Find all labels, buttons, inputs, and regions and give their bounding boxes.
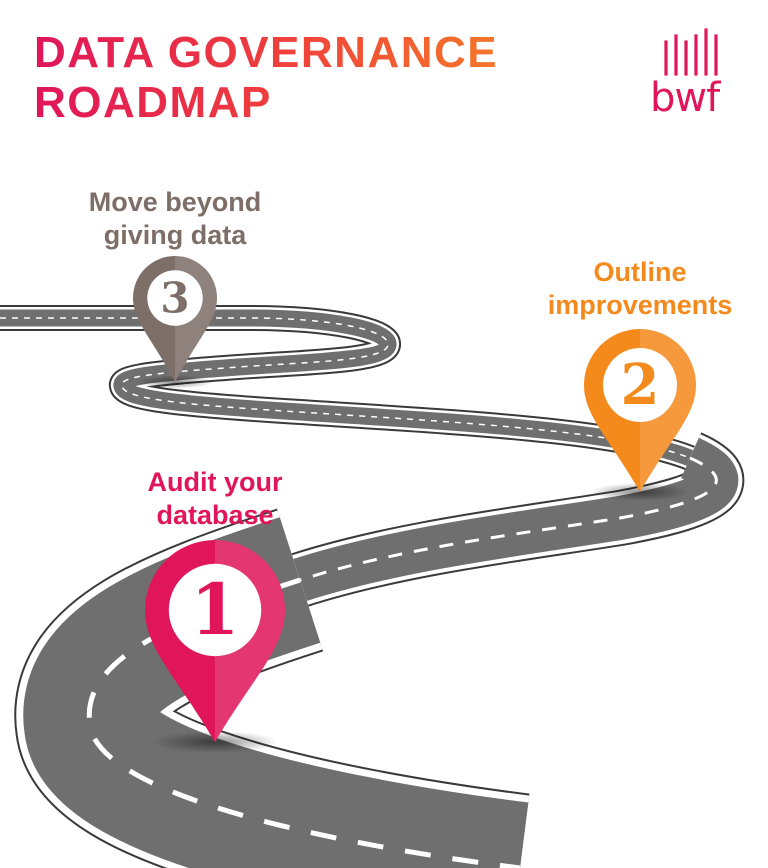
step-1-label-line-1: Audit your (147, 467, 283, 497)
pin-3-number: 3 (160, 273, 189, 322)
pin-3: 3 (133, 256, 217, 389)
pin-1: 1 (145, 540, 285, 754)
bwf-logo-icon (664, 28, 718, 76)
step-3-label-line-1: Move beyond (88, 187, 262, 217)
step-3-label-line-2: giving data (103, 220, 247, 250)
pin-2-number: 2 (621, 352, 660, 418)
step-1-label-line-2: database (156, 500, 274, 530)
road-center-line-far (0, 317, 691, 459)
pin-1-badge (168, 563, 262, 657)
pin-3-badge (147, 270, 203, 326)
step-2-label: Outline improvements (530, 256, 750, 322)
pin-2: 2 (584, 329, 696, 501)
logo-text: bwf (650, 75, 720, 121)
step-3-label: Move beyond giving data (60, 186, 290, 252)
step-2-label-line-1: Outline (593, 257, 687, 287)
pin-2-badge (603, 348, 677, 422)
pin-1-number: 1 (191, 568, 240, 651)
step-1-label: Audit your database (120, 466, 310, 532)
step-2-label-line-2: improvements (547, 290, 733, 320)
road-center-line-mid (299, 456, 718, 582)
